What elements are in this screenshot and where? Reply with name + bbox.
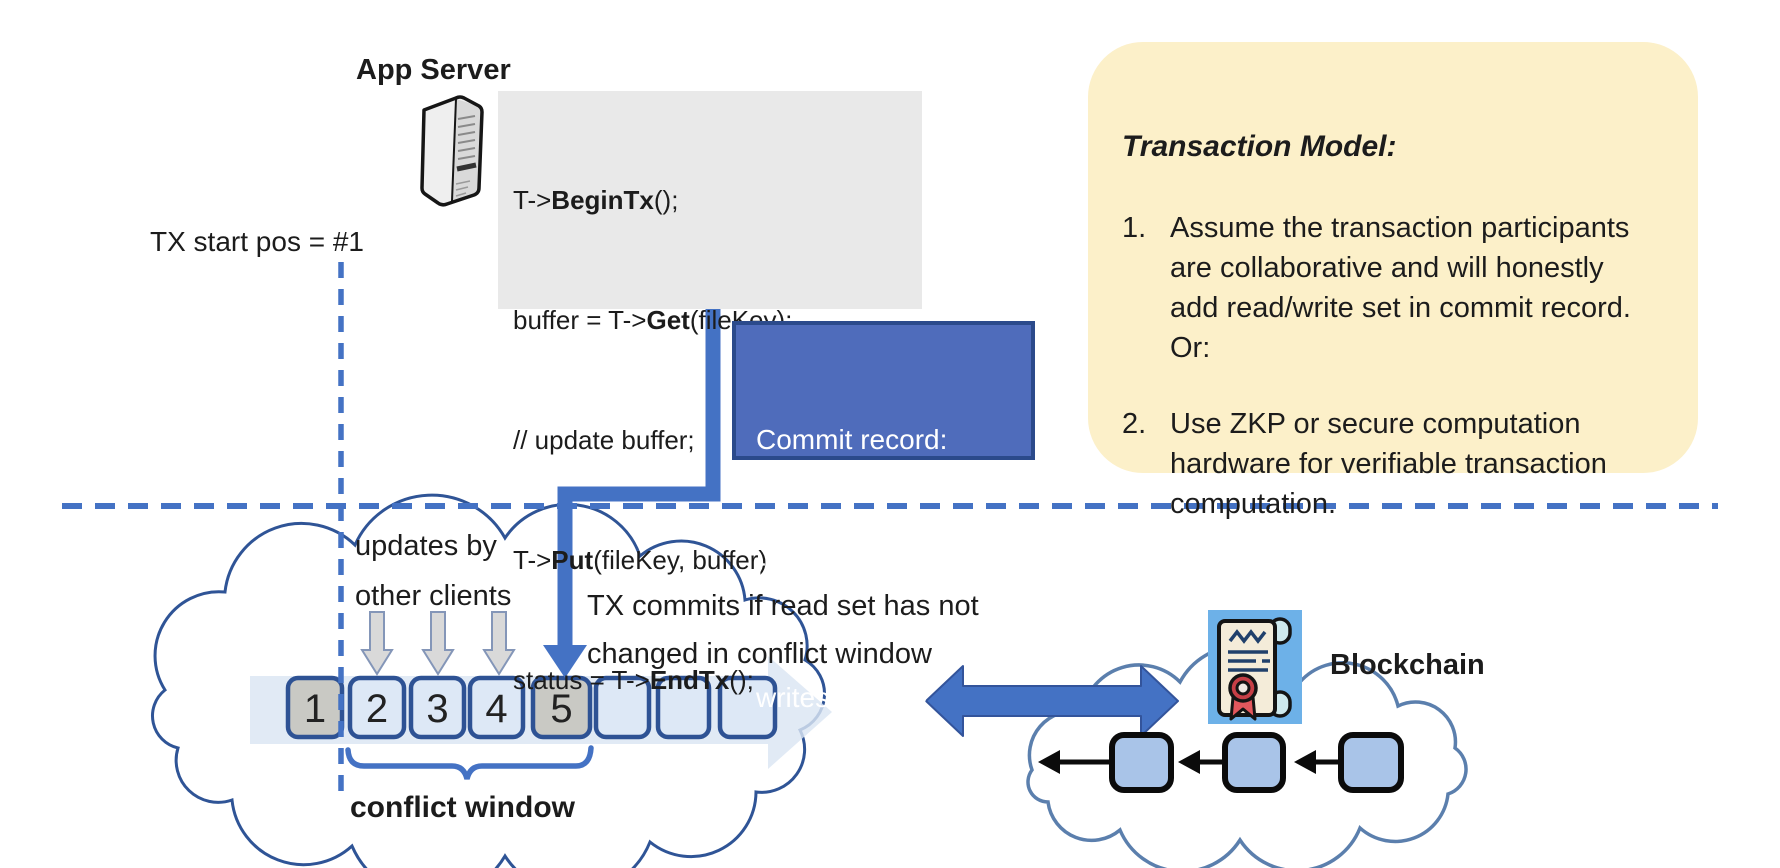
double-headed-arrow-icon <box>925 665 1179 737</box>
conflict-window-brace <box>345 745 594 780</box>
timeline-slot <box>717 675 778 740</box>
code-line: status = T->EndTx(); <box>513 665 754 695</box>
blockchain-blocks <box>1038 732 1404 793</box>
timeline-slot-label: 5 <box>550 687 573 731</box>
timeline-slot-label: 4 <box>485 687 508 731</box>
transaction-model-title: Transaction Model: <box>1122 130 1397 163</box>
code-line: T->Put(fileKey, buffer) <box>513 545 768 575</box>
timeline-slot <box>347 675 407 740</box>
update-arrows <box>360 611 516 676</box>
commit-record-title: Commit record: <box>756 424 948 455</box>
timeline-slot-label <box>720 682 775 737</box>
code-line: // update buffer; <box>513 425 695 455</box>
timeline-slot-label <box>596 682 649 737</box>
left-arrow-icon <box>1178 750 1200 774</box>
timeline-slot <box>467 675 526 740</box>
list-item-number: 2. <box>1122 408 1147 440</box>
updates-by-other-clients-label: updates by other clients <box>355 530 512 612</box>
blockchain-block <box>1338 732 1404 793</box>
timeline-slot-label: 1 <box>303 687 327 731</box>
timeline-slot <box>655 675 712 740</box>
list-item-text: Use ZKP or secure computation hardware f… <box>1170 408 1615 520</box>
transaction-model-item: 2. Use ZKP or secure computation hardwar… <box>1122 404 1668 524</box>
app-server-title: App Server <box>356 54 511 86</box>
conflict-window-label: conflict window <box>350 791 575 824</box>
timeline-slot-label: 3 <box>426 687 449 731</box>
timeline-slots <box>285 675 778 740</box>
commit-record-writes: writes: fileKey <box>756 682 929 713</box>
down-arrow-icon <box>360 611 394 676</box>
blockchain-label: Blockchain <box>1330 649 1485 681</box>
server-icon <box>420 95 484 207</box>
tx-start-pos-label: TX start pos = #1 <box>150 226 364 257</box>
left-arrow-icon <box>1294 750 1316 774</box>
blockchain-block <box>1109 732 1174 793</box>
list-item-text: Assume the transaction participants are … <box>1170 212 1648 364</box>
commit-record-box: Commit record: reads: fileKey writes: fi… <box>732 321 1035 713</box>
timeline-slot <box>530 675 593 740</box>
transaction-model-panel: Transaction Model: 1. Assume the transac… <box>1088 42 1698 520</box>
down-arrow-icon <box>421 611 455 676</box>
blockchain-block <box>1222 732 1286 793</box>
timeline-slot <box>408 675 467 740</box>
commit-record-reads: reads: fileKey <box>756 553 926 584</box>
tx-commits-note: TX commits if read set has not changed i… <box>587 590 987 670</box>
commit-connector-arrow <box>543 305 721 678</box>
smart-contract-icon <box>1208 610 1302 724</box>
down-arrow-icon <box>482 611 516 676</box>
transaction-model-item: 1. Assume the transaction participants a… <box>1122 208 1668 368</box>
timeline-slot <box>593 675 652 740</box>
timeline-slot-label: 2 <box>365 687 389 731</box>
left-arrow-icon <box>1038 750 1060 774</box>
transaction-code-block: T->BeginTx(); buffer = T->Get(fileKey); … <box>498 91 922 695</box>
list-item-number: 1. <box>1122 212 1147 244</box>
code-line: T->BeginTx(); <box>513 185 679 215</box>
timeline-slot-label <box>658 682 709 737</box>
